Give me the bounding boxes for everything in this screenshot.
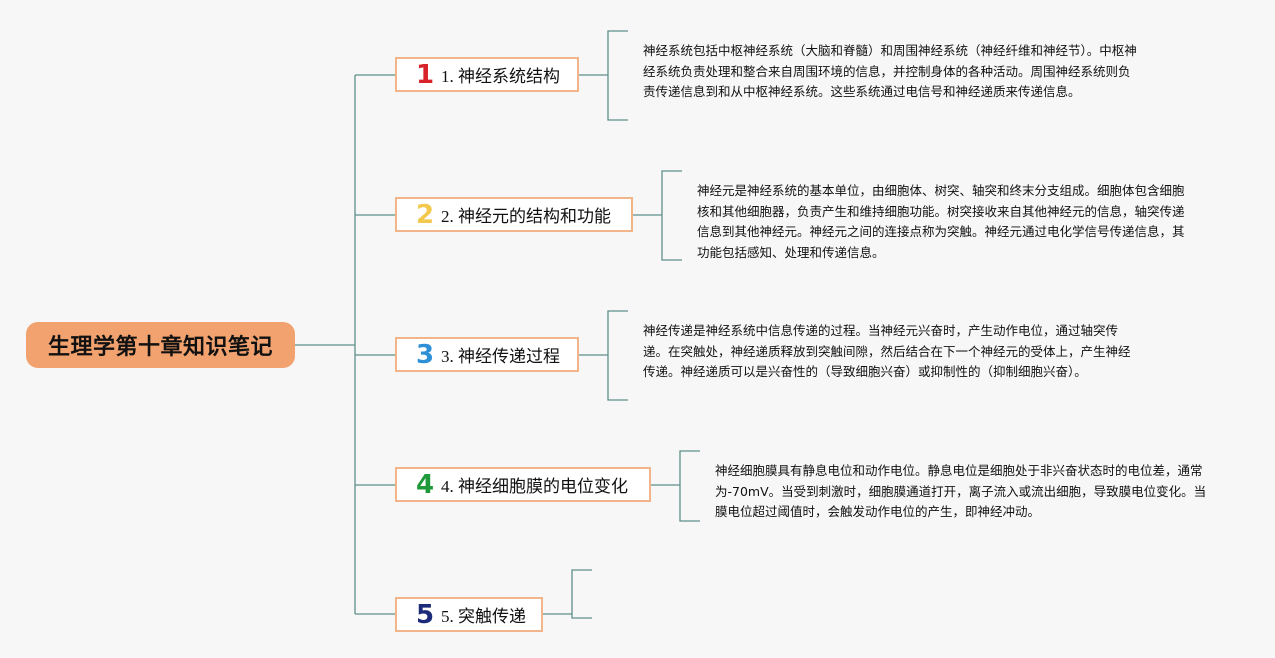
topic-4[interactable]: 4 4. 神经细胞膜的电位变化 <box>395 467 651 502</box>
number-2-icon: 2 <box>415 199 435 230</box>
topic-2-note: 神经元是神经系统的基本单位，由细胞体、树突、轴突和终末分支组成。细胞体包含细胞核… <box>697 183 1185 260</box>
topic-1[interactable]: 1 1. 神经系统结构 <box>395 57 579 92</box>
topic-1-label: 1. 神经系统结构 <box>441 67 560 86</box>
topic-1-note: 神经系统包括中枢神经系统（大脑和脊髓）和周围神经系统（神经纤维和神经节）。中枢神… <box>643 43 1137 99</box>
note-2-bracket <box>661 170 682 261</box>
note-4-bracket <box>679 450 700 522</box>
topic-2-label: 2. 神经元的结构和功能 <box>441 207 611 226</box>
root-topic[interactable]: 生理学第十章知识笔记 <box>26 322 295 368</box>
number-5-icon: 5 <box>415 599 435 630</box>
number-1-icon: 1 <box>415 59 435 90</box>
topic-3[interactable]: 3 3. 神经传递过程 <box>395 337 579 372</box>
note-3-bracket <box>607 310 628 401</box>
topic-5[interactable]: 5 5. 突触传递 <box>395 597 543 632</box>
topic-4-note: 神经细胞膜具有静息电位和动作电位。静息电位是细胞处于非兴奋状态时的电位差，通常为… <box>715 463 1207 519</box>
number-4-icon: 4 <box>415 469 435 500</box>
topic-3-label: 3. 神经传递过程 <box>441 347 560 366</box>
root-title: 生理学第十章知识笔记 <box>47 335 273 360</box>
topic-3-note: 神经传递是神经系统中信息传递的过程。当神经元兴奋时，产生动作电位，通过轴突传递。… <box>643 323 1131 379</box>
topic-2[interactable]: 2 2. 神经元的结构和功能 <box>395 197 633 232</box>
topic-4-label: 4. 神经细胞膜的电位变化 <box>441 477 628 496</box>
note-1-bracket <box>607 30 628 121</box>
note-5-bracket <box>571 569 592 619</box>
topic-5-label: 5. 突触传递 <box>441 607 526 626</box>
number-3-icon: 3 <box>415 339 435 370</box>
